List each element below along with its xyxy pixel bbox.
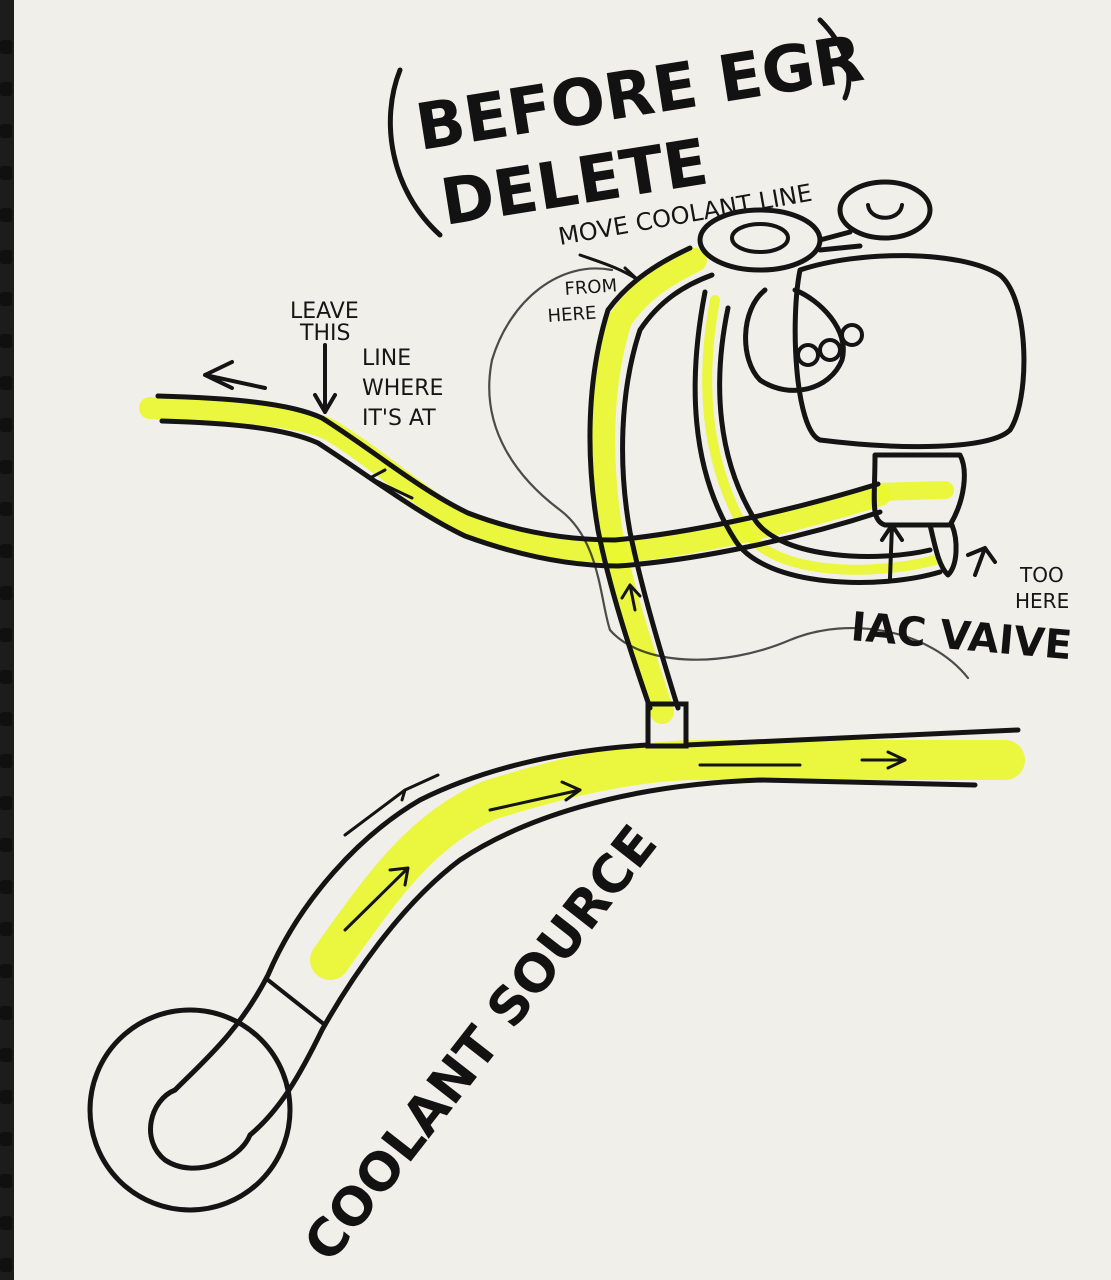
binding-hole (0, 838, 12, 852)
binding-hole (0, 292, 12, 306)
binding-hole (0, 250, 12, 264)
binding-hole (0, 460, 12, 474)
coolant-source-fitting-outer (87, 1007, 293, 1213)
main-pipe-bottom-edge (247, 777, 978, 1138)
leave-label-5: IT'S AT (362, 406, 436, 431)
flow-arrow-too-here (966, 546, 997, 577)
flow-arrow-source (343, 866, 410, 932)
binding-hole (0, 880, 12, 894)
binding-hole (0, 1048, 12, 1062)
sensor-bracket (817, 229, 863, 253)
tee-fitting (645, 701, 689, 749)
binding-hole (0, 502, 12, 516)
sensor-cap-left-inner (730, 222, 790, 254)
binding-hole (0, 712, 12, 726)
binding-hole (0, 1006, 12, 1020)
binding-hole (0, 586, 12, 600)
highlight-upper-line (139, 397, 891, 563)
port-1 (796, 343, 820, 367)
pipe-end-band (266, 978, 327, 1027)
highlight-vertical-line (591, 248, 707, 724)
binding-hole (0, 334, 12, 348)
too-here-label-1: TOO (1019, 563, 1064, 587)
manifold-outline (488, 267, 970, 680)
port-2 (818, 338, 842, 362)
from-here-label-1: FROM (564, 275, 618, 300)
highlight-main-pipe (310, 740, 1025, 980)
leave-label-4: WHERE (362, 376, 443, 401)
upper-line-bottom-edge (159, 418, 883, 569)
flow-arrow-valve-up (880, 523, 904, 580)
binding-hole (0, 796, 12, 810)
binding-hole (0, 418, 12, 432)
binding-hole (0, 1174, 12, 1188)
too-here-label-2: HERE (1015, 589, 1069, 613)
from-here-label-2: HERE (547, 303, 597, 327)
loop-line-inner-edge (717, 305, 933, 559)
leave-label-1: LEAVE (290, 299, 359, 324)
sensor-cap-right-mark (866, 203, 904, 220)
binding-hole (0, 964, 12, 978)
binding-hole (0, 628, 12, 642)
leave-label-2: THIS (299, 321, 350, 346)
binding-hole (0, 754, 12, 768)
loop-line-outer-edge (692, 289, 943, 585)
binding-hole (0, 40, 12, 54)
binding-hole (0, 1258, 12, 1272)
binding-hole (0, 376, 12, 390)
leave-label-3: LINE (362, 346, 411, 371)
binding-hole (0, 922, 12, 936)
highlight-loop-line (702, 295, 940, 575)
throttle-housing (743, 287, 846, 393)
highlight-valve-band (867, 481, 954, 501)
binding-hole (0, 166, 12, 180)
flow-arrow-vertical (620, 583, 642, 612)
title-bracket-left (387, 67, 443, 238)
valve-housing (871, 452, 967, 528)
flow-arrow-upper-left (203, 360, 267, 390)
sensor-cap-right (837, 179, 933, 241)
vertical-line-right-edge (620, 272, 715, 711)
spiral-binding (0, 40, 12, 1272)
binding-hole (0, 82, 12, 96)
pointer-from-here (578, 253, 640, 282)
binding-hole (0, 544, 12, 558)
upper-line-top-edge (155, 393, 881, 543)
throttle-body (792, 253, 1027, 450)
valve-nipple (927, 522, 959, 578)
flow-arrow-main-2 (698, 750, 907, 770)
main-pipe-top-edge (172, 742, 651, 1093)
flow-arrow-leave-down (313, 343, 337, 414)
coolant-source-fitting-inner (148, 1087, 253, 1171)
binding-hole (0, 124, 12, 138)
highlighter-layer (139, 248, 1025, 980)
binding-hole (0, 670, 12, 684)
flow-arrow-main-1 (488, 780, 582, 812)
title-bracket-right (817, 17, 852, 101)
flow-arrow-outside (343, 773, 440, 837)
binding-hole (0, 208, 12, 222)
flow-arrow-upper-mid (368, 468, 414, 500)
main-pipe-top-right (683, 727, 1021, 748)
binding-hole (0, 1090, 12, 1104)
ink-layer (87, 17, 1027, 1213)
port-3 (840, 323, 864, 347)
binding-hole (0, 1216, 12, 1230)
binding-hole (0, 1132, 12, 1146)
